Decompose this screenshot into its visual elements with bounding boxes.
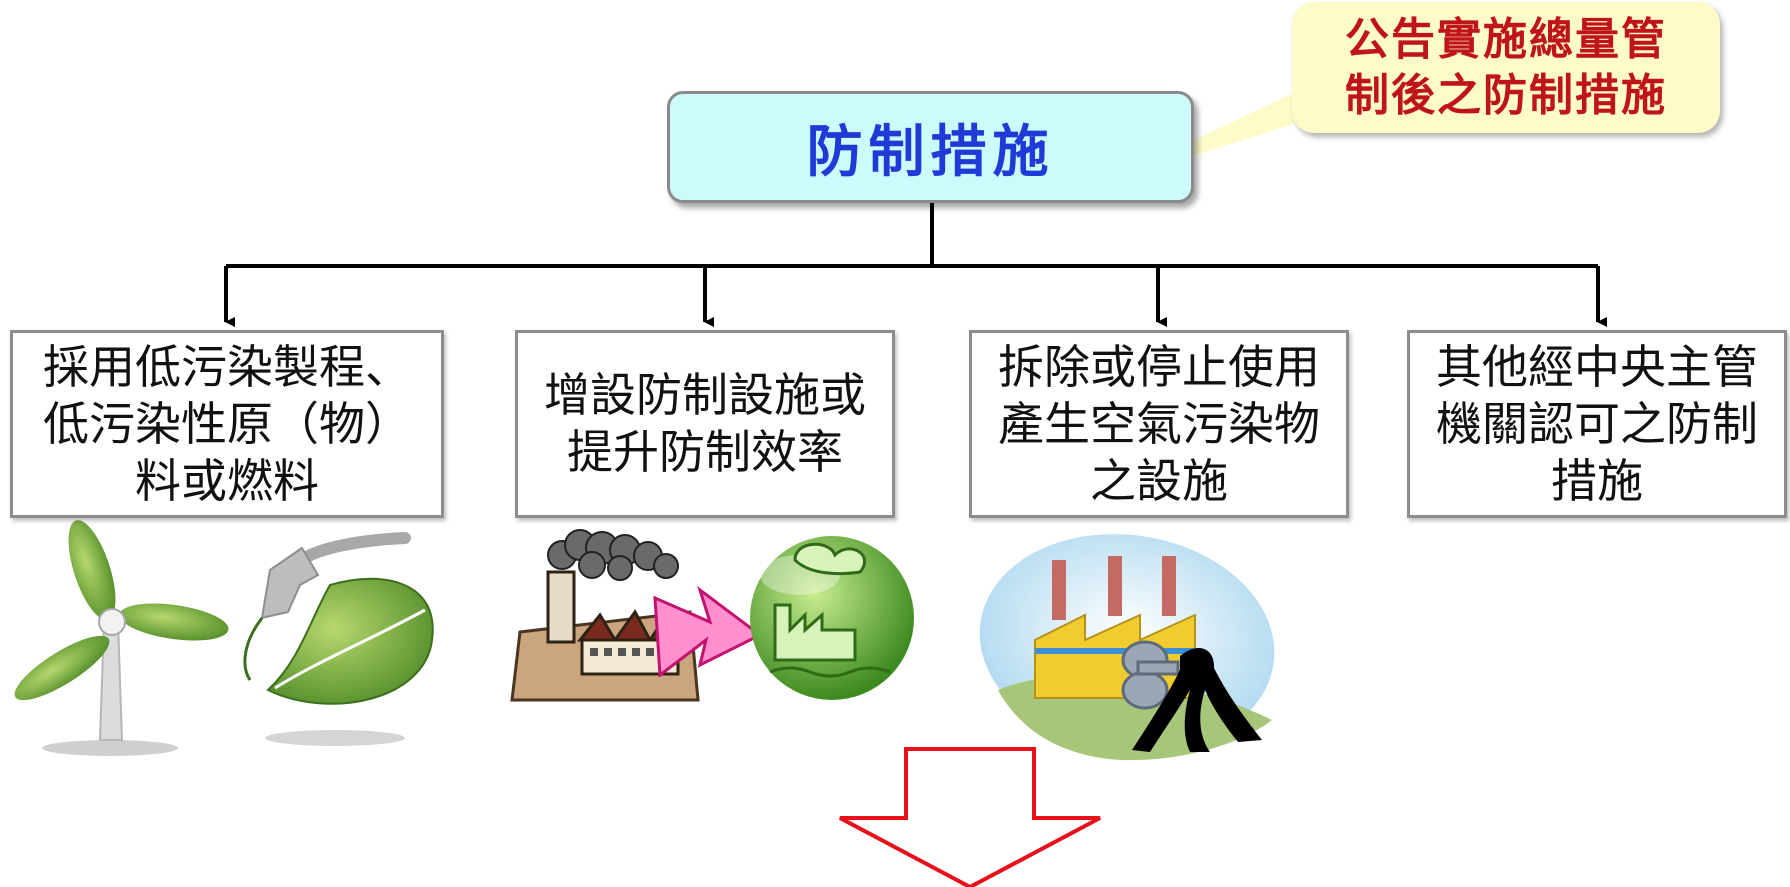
category-label-line: 採用低污染製程、 (43, 339, 411, 394)
category-label-line: 拆除或停止使用 (998, 339, 1320, 394)
tree-connectors (224, 203, 1607, 327)
callout-line: 制後之防制措施 (1345, 69, 1667, 121)
category-other-approved: 其他經中央主管 機關認可之防制 措施 (1407, 330, 1787, 518)
root-title: 防制措施 (806, 119, 1055, 185)
wind-turbine-icon (14, 520, 229, 756)
callout-line: 公告實施總量管 (1345, 13, 1667, 65)
category-label-line: 產生空氣污染物 (998, 396, 1320, 451)
category-label-line: 機關認可之防制 (1436, 396, 1758, 451)
category-low-pollution: 採用低污染製程、 低污染性原（物） 料或燃料 (10, 330, 444, 518)
down-arrow (839, 747, 1101, 887)
category-label-line: 料或燃料 (135, 453, 319, 508)
category-label-line: 其他經中央主管 (1436, 339, 1758, 394)
root-node: 防制措施 (667, 91, 1194, 203)
clean-factory-icon (750, 536, 914, 700)
category-add-control-facility: 增設防制設施或 提升防制效率 (515, 330, 895, 518)
transition-arrow-icon (653, 586, 763, 678)
category-label-line: 之設施 (1090, 453, 1228, 508)
category-label-line: 增設防制設施或 (544, 368, 866, 422)
factory-shutdown-icon (979, 534, 1275, 761)
category-remove-facility: 拆除或停止使用 產生空氣污染物 之設施 (969, 330, 1349, 518)
fuel-nozzle-leaf-icon (243, 532, 434, 746)
category-label-line: 提升防制效率 (567, 425, 843, 479)
category-label-line: 低污染性原（物） (43, 396, 411, 451)
callout-note: 公告實施總量管 制後之防制措施 (1292, 2, 1720, 133)
category-label-line: 措施 (1551, 453, 1643, 508)
